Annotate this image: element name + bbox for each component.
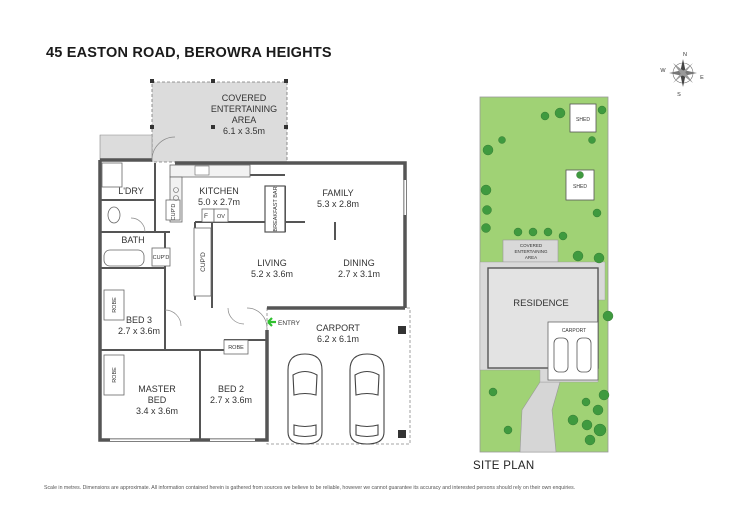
covered-area-label: AREA (232, 115, 257, 125)
kitchen-label: KITCHEN (199, 186, 239, 196)
robe-bed3 (103, 289, 125, 321)
master-bed-label: MASTER (138, 384, 176, 394)
covered-area-label: ENTERTAINING (211, 104, 277, 114)
robe-label: ROBE (228, 345, 244, 351)
carport-size: 6.2 x 6.1m (317, 334, 359, 344)
entry-label: ENTRY (278, 320, 301, 327)
bath-label: BATH (121, 235, 144, 245)
carport-post (398, 430, 406, 438)
site-covered-label: COVERED (520, 243, 543, 248)
car-icon (349, 353, 385, 445)
living-label: LIVING (257, 258, 287, 268)
breakfast-bar (264, 185, 286, 233)
master-bed-label: BED (148, 395, 167, 405)
site-shed-label: SHED (573, 184, 587, 190)
compass-north: N (683, 52, 687, 58)
covered-area-label: COVERED (222, 93, 267, 103)
windows (110, 180, 406, 441)
entry-arrow-icon (267, 317, 276, 327)
door-swings (130, 136, 268, 329)
disclaimer-text: Scale in metres. Dimensions are approxim… (44, 485, 576, 491)
kitchen-bench (169, 164, 251, 178)
cupboard-label: CUP'D (153, 255, 170, 261)
compass-south: S (677, 92, 681, 98)
site-plan-title: SITE PLAN (473, 460, 535, 472)
laundry-tub (101, 162, 123, 188)
hall-cupboard (193, 227, 212, 297)
covered-area-posts (150, 79, 288, 129)
laundry-label: L'DRY (118, 186, 144, 196)
family-label: FAMILY (322, 188, 353, 198)
site-covered-label: ENTERTAINING (514, 249, 548, 254)
family-size: 5.3 x 2.8m (317, 199, 359, 209)
side-paving (99, 134, 153, 161)
breakfast-bar-label: BREAKFAST BAR (273, 186, 279, 231)
stove-burner (173, 187, 179, 193)
cupboard-label: CUP'D (200, 252, 207, 272)
carport-post (398, 326, 406, 334)
kitchen-size: 5.0 x 2.7m (198, 197, 240, 207)
cupboard-small (165, 199, 181, 221)
living-size: 5.2 x 3.6m (251, 269, 293, 279)
covered-area-size: 6.1 x 3.5m (223, 126, 265, 136)
bed3-size: 2.7 x 3.6m (118, 326, 160, 336)
covered-entertaining-area (151, 81, 288, 163)
site-covered-label: AREA (525, 255, 537, 260)
master-bed-size: 3.4 x 3.6m (136, 406, 178, 416)
car-icon (576, 337, 592, 373)
car-icon (553, 337, 569, 373)
outer-walls (98, 158, 407, 442)
fridge-label: F (204, 213, 208, 220)
bed2-size: 2.7 x 3.6m (210, 395, 252, 405)
site-shed-label: SHED (576, 117, 590, 123)
toilet (107, 206, 121, 224)
shed-a (569, 103, 597, 133)
carport-label: CARPORT (316, 323, 360, 333)
compass-icon: N E S W (660, 52, 704, 98)
stove-burner (173, 195, 179, 201)
bed2-label: BED 2 (218, 384, 244, 394)
page-title: 45 EASTON ROAD, BEROWRA HEIGHTS (46, 45, 332, 61)
dining-label: DINING (343, 258, 375, 268)
oven-space (213, 208, 229, 223)
shed-b (565, 169, 595, 201)
kitchen-sink (194, 165, 210, 176)
dining-size: 2.7 x 3.1m (338, 269, 380, 279)
site-plan: SHED SHED COVERED ENTERTAINING AREA RESI… (479, 96, 614, 453)
bathtub (103, 249, 145, 267)
bed3-label: BED 3 (126, 315, 152, 325)
compass-west: W (660, 68, 666, 74)
oven-label: OV (217, 214, 225, 220)
compass-east: E (700, 75, 704, 81)
cupboard-label: CUP'D (171, 204, 177, 221)
robe-master (103, 354, 125, 396)
cupboard-small (151, 247, 171, 267)
car-icon (287, 353, 323, 445)
robe-label: ROBE (112, 297, 118, 313)
tree-icons (480, 105, 614, 446)
robe-label: ROBE (112, 367, 118, 383)
site-carport-label: CARPORT (562, 328, 586, 334)
robe-bed2 (223, 339, 249, 355)
site-residence-label: RESIDENCE (513, 298, 568, 309)
